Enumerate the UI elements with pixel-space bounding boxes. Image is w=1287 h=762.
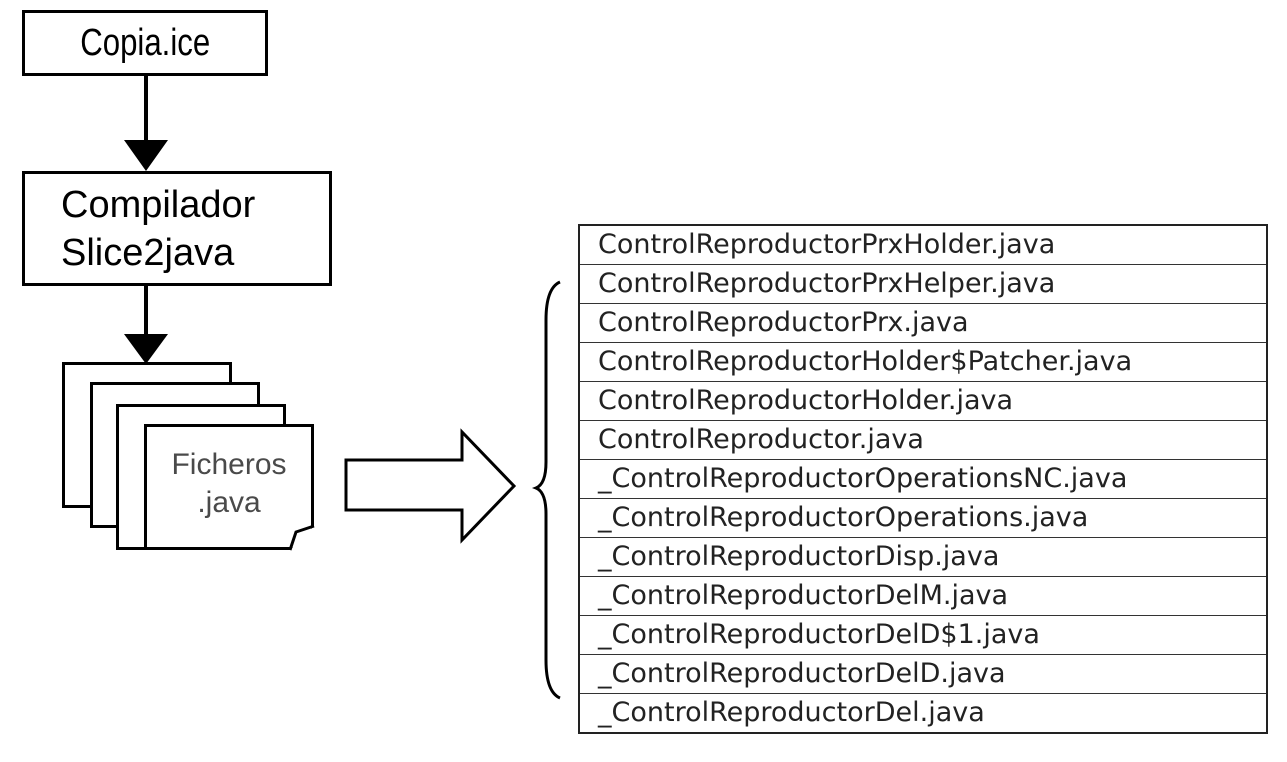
file-name: _ControlReproductorDelD.java xyxy=(578,654,1268,694)
table-row: _ControlReproductorDisp.java xyxy=(578,537,1268,577)
file-name: _ControlReproductorDelM.java xyxy=(578,576,1268,616)
table-row: ControlReproductorPrxHelper.java xyxy=(578,264,1268,304)
table-row: ControlReproductorPrx.java xyxy=(578,303,1268,343)
file-name: _ControlReproductorDel.java xyxy=(578,693,1268,734)
table-row: _ControlReproductorDelD.java xyxy=(578,654,1268,694)
table-row: _ControlReproductorOperations.java xyxy=(578,498,1268,538)
table-row: ControlReproductorPrxHolder.java xyxy=(578,224,1268,265)
document-page-front: Ficheros .java xyxy=(144,424,314,550)
compiler-line-2: Slice2java xyxy=(61,231,235,274)
file-name: _ControlReproductorOperations.java xyxy=(578,498,1268,538)
file-name: _ControlReproductorOperationsNC.java xyxy=(578,459,1268,499)
table-row: _ControlReproductorDel.java xyxy=(578,693,1268,734)
output-stack-line-1: Ficheros xyxy=(171,448,287,481)
input-file-label: Copia.ice xyxy=(80,21,210,64)
table-row: ControlReproductorHolder.java xyxy=(578,381,1268,421)
table-row: _ControlReproductorDelM.java xyxy=(578,576,1268,616)
table-row: ControlReproductorHolder$Patcher.java xyxy=(578,342,1268,382)
page-fold-icon xyxy=(288,524,315,551)
file-name: _ControlReproductorDelD$1.java xyxy=(578,615,1268,655)
file-name: ControlReproductorHolder.java xyxy=(578,381,1268,421)
table-row: ControlReproductor.java xyxy=(578,420,1268,460)
table-row: _ControlReproductorOperationsNC.java xyxy=(578,459,1268,499)
file-name: _ControlReproductorDisp.java xyxy=(578,537,1268,577)
big-right-arrow-icon xyxy=(344,428,517,544)
file-name: ControlReproductorPrxHolder.java xyxy=(578,224,1268,265)
curly-brace-icon xyxy=(531,280,561,700)
file-name: ControlReproductorPrxHelper.java xyxy=(578,264,1268,304)
input-file-box: Copia.ice xyxy=(22,10,268,76)
file-name: ControlReproductor.java xyxy=(578,420,1268,460)
file-name: ControlReproductorHolder$Patcher.java xyxy=(578,342,1268,382)
compiler-box: Compilador Slice2java xyxy=(22,171,332,286)
output-stack-line-2: .java xyxy=(197,486,261,519)
table-row: _ControlReproductorDelD$1.java xyxy=(578,615,1268,655)
compiler-line-1: Compilador xyxy=(61,183,256,226)
arrow-down-icon xyxy=(124,286,168,364)
file-name: ControlReproductorPrx.java xyxy=(578,303,1268,343)
generated-files-table: ControlReproductorPrxHolder.java Control… xyxy=(578,224,1268,734)
arrow-down-icon xyxy=(124,76,168,171)
